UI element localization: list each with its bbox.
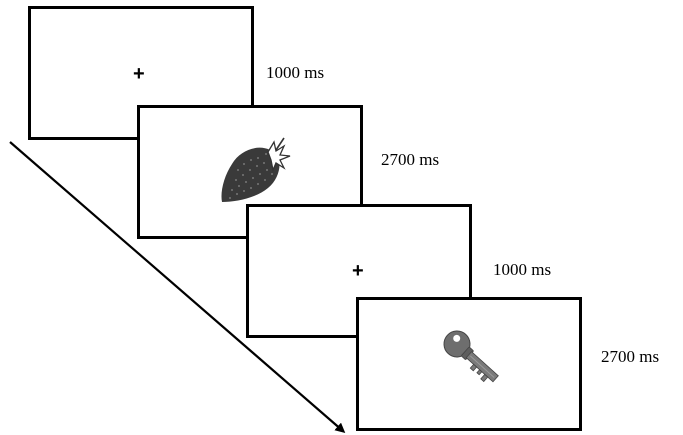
duration-label-1: 1000 ms — [266, 63, 325, 82]
fixation-cross: + — [352, 260, 364, 282]
duration-label-3: 1000 ms — [493, 260, 552, 279]
duration-label-2: 2700 ms — [381, 150, 440, 169]
fixation-cross: + — [133, 63, 145, 85]
duration-label-4: 2700 ms — [601, 347, 660, 366]
strawberry-icon — [221, 137, 291, 202]
key-icon — [443, 330, 499, 383]
stimulus-screen-key — [356, 297, 582, 431]
